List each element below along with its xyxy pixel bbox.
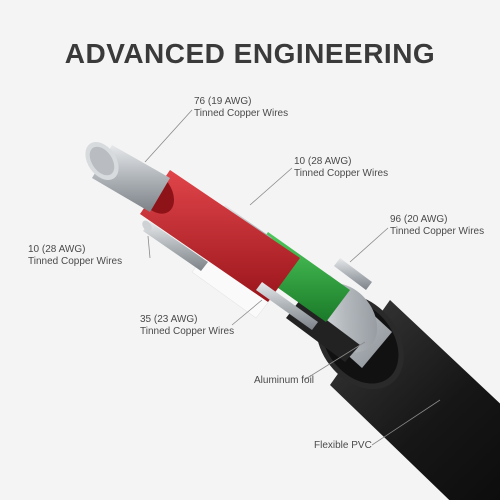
label-20awg-type: Tinned Copper Wires — [390, 226, 485, 237]
label-28awg-white-type: Tinned Copper Wires — [28, 256, 123, 267]
label-19awg: 76 (19 AWG) Tinned Copper Wires — [194, 96, 288, 120]
label-20awg-count: 96 (20 AWG) — [390, 214, 448, 225]
label-28awg-red-count: 10 (28 AWG) — [294, 156, 352, 167]
label-aluminum-foil: Aluminum foil — [254, 375, 314, 387]
label-flexible-pvc-text: Flexible PVC — [314, 440, 372, 451]
leader-line-28awg-red — [249, 167, 293, 206]
leader-line-28awg-white — [147, 235, 151, 259]
leader-lines — [144, 109, 441, 446]
label-aluminum-foil-text: Aluminum foil — [254, 375, 315, 386]
leader-line-19awg — [144, 109, 193, 163]
white-conductor — [142, 220, 271, 319]
label-flexible-pvc: Flexible PVC — [314, 440, 372, 452]
label-23awg-type: Tinned Copper Wires — [140, 326, 235, 337]
label-28awg-red-type: Tinned Copper Wires — [294, 168, 389, 179]
label-19awg-count: 76 (19 AWG) — [194, 96, 252, 107]
label-23awg-count: 35 (23 AWG) — [140, 314, 198, 325]
red-conductor — [85, 142, 300, 302]
leader-line-pvc — [371, 399, 441, 446]
label-20awg: 96 (20 AWG) Tinned Copper Wires — [390, 214, 484, 238]
braided-wires — [256, 258, 372, 330]
leader-line-foil — [303, 341, 366, 381]
label-28awg-white-count: 10 (28 AWG) — [28, 244, 86, 255]
label-28awg-white: 10 (28 AWG) Tinned Copper Wires — [28, 244, 122, 268]
leader-line-23awg — [231, 299, 263, 326]
label-23awg: 35 (23 AWG) Tinned Copper Wires — [140, 314, 234, 338]
label-28awg-red: 10 (28 AWG) Tinned Copper Wires — [294, 156, 388, 180]
page-title: ADVANCED ENGINEERING — [64, 38, 436, 69]
label-19awg-type: Tinned Copper Wires — [194, 108, 289, 119]
leader-line-20awg — [349, 227, 389, 263]
